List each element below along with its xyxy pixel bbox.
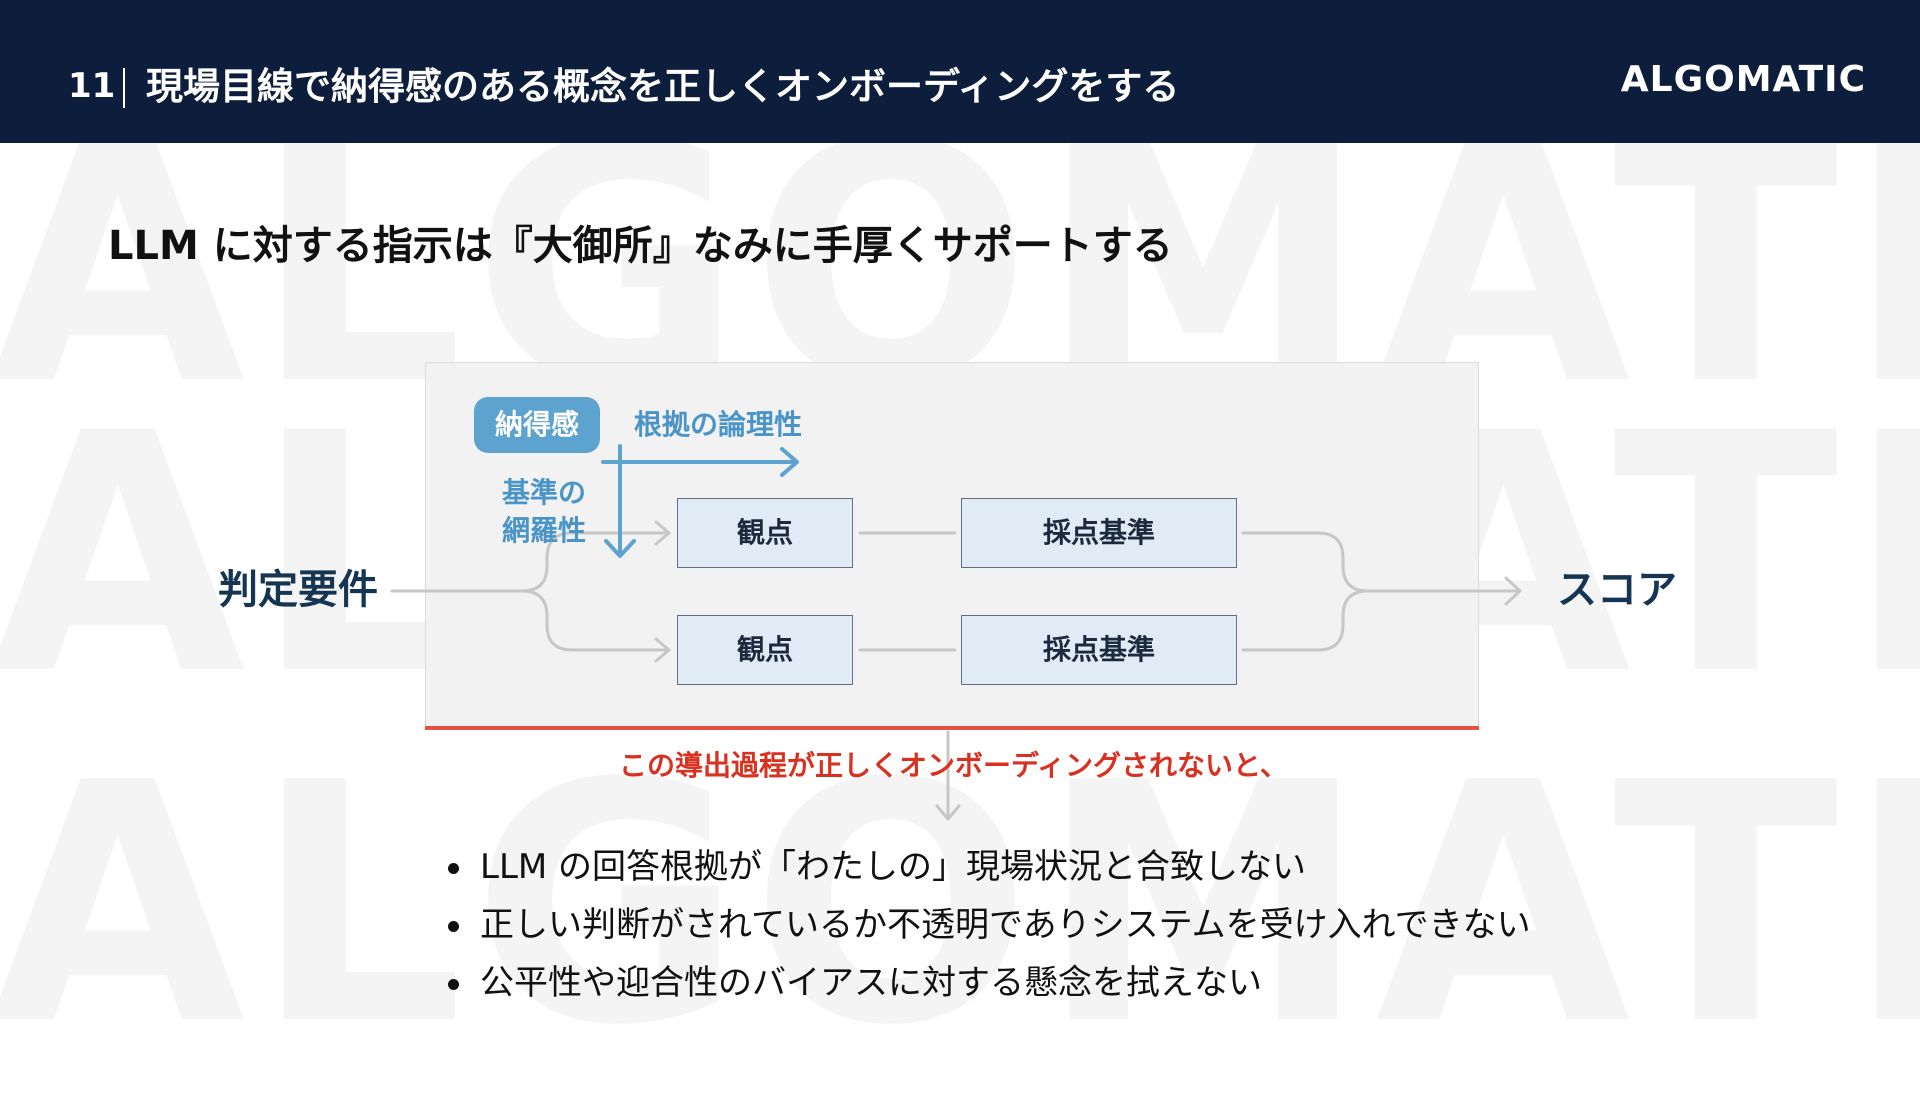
list-item: 正しい判断がされているか不透明でありシステムを受け入れできない [446, 896, 1531, 954]
merge-connector-top [1241, 531, 1370, 593]
bullet-dot-icon [448, 979, 459, 990]
panel-underline [425, 726, 1479, 730]
slide-number: 11 [68, 66, 116, 106]
warning-text: この導出過程が正しくオンボーディングされないと、 [619, 749, 1288, 782]
list-item: LLM の回答根拠が「わたしの」現場状況と合致しない [446, 838, 1531, 896]
criteria-box: 採点基準 [961, 498, 1237, 568]
axis-label-coverage: 基準の 網羅性 [502, 474, 586, 550]
criteria-box: 採点基準 [961, 615, 1237, 685]
merge-connector-bottom [1241, 589, 1370, 652]
list-item-text: 公平性や迎合性のバイアスに対する懸念を拭えない [480, 963, 1262, 1003]
branch-connector-top [520, 531, 670, 593]
bullet-dot-icon [448, 863, 459, 874]
slide-header: 11 現場目線で納得感のある概念を正しくオンボーディングをする ALGOMATI… [0, 0, 1920, 143]
axis-label-logic: 根拠の論理性 [634, 408, 803, 441]
input-label: 判定要件 [218, 567, 378, 613]
viewpoint-box: 観点 [677, 498, 853, 568]
list-item: 公平性や迎合性のバイアスに対する懸念を拭えない [446, 954, 1531, 1012]
header-divider [123, 68, 125, 108]
axis-horizontal-arrowhead [780, 447, 799, 477]
axis-label-coverage-line1: 基準の [502, 476, 587, 509]
slide-title: 現場目線で納得感のある概念を正しくオンボーディングをする [146, 65, 1180, 108]
axis-vertical-arrowhead [604, 539, 636, 558]
arrowhead-top [654, 520, 671, 546]
concept-badge: 納得感 [474, 397, 600, 453]
slide-subtitle: LLM に対する指示は『大御所』なみに手厚くサポートする [108, 223, 1173, 269]
axis-label-coverage-line2: 網羅性 [502, 514, 587, 547]
branch-connector-bottom [520, 589, 670, 652]
arrowhead-down [935, 804, 961, 821]
diagram-panel [425, 362, 1479, 730]
consequence-list: LLM の回答根拠が「わたしの」現場状況と合致しない 正しい判断がされているか不… [446, 838, 1531, 1012]
output-label: スコア [1557, 567, 1677, 613]
list-item-text: LLM の回答根拠が「わたしの」現場状況と合致しない [480, 847, 1307, 887]
list-item-text: 正しい判断がされているか不透明でありシステムを受け入れできない [480, 905, 1531, 945]
brand-logo: ALGOMATIC [1620, 59, 1866, 100]
arrowhead-output [1504, 576, 1522, 606]
viewpoint-box: 観点 [677, 615, 853, 685]
arrowhead-bottom [654, 637, 671, 663]
bullet-dot-icon [448, 921, 459, 932]
